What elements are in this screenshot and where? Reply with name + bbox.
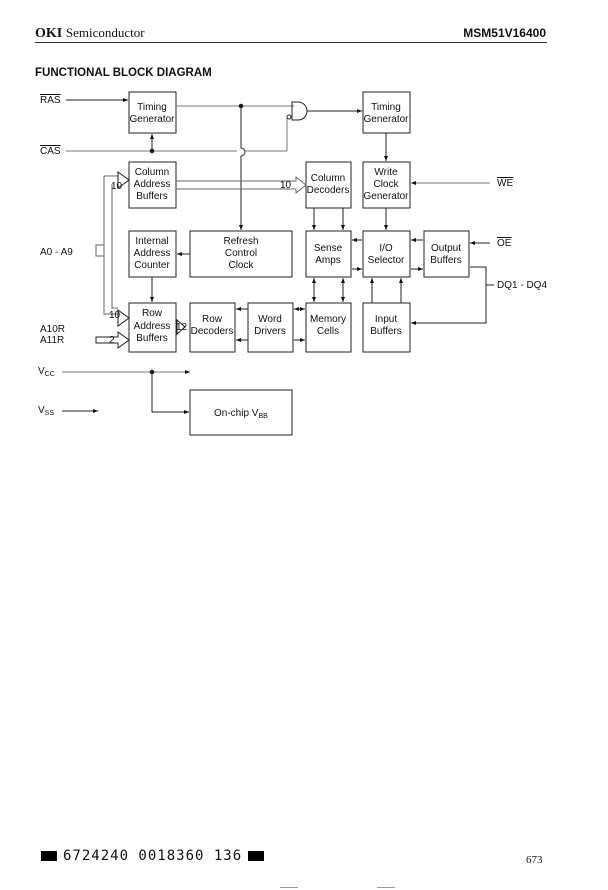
rcc-l3: Clock <box>228 260 254 271</box>
bus-width-col-out: 10 <box>280 180 292 191</box>
mc-l1: Memory <box>310 314 346 325</box>
signal-we: WE <box>497 178 513 189</box>
rd-l1: Row <box>202 314 223 325</box>
wire-dq <box>411 266 487 325</box>
signal-dq: DQ1 - DQ4 <box>497 280 547 291</box>
signal-cas: CAS <box>40 146 61 157</box>
ib-l2: Buffers <box>370 326 402 337</box>
tg1-l2: Generator <box>129 114 175 125</box>
ib-l1: Input <box>375 314 397 325</box>
barcode-block-left <box>41 851 57 861</box>
bus-width-row-in: 10 <box>109 310 121 321</box>
block-column-address-buffers <box>128 161 177 209</box>
wcg-l2: Clock <box>373 179 399 190</box>
bus-width-row-ext: 2 <box>109 335 115 346</box>
cab-l2: Address <box>134 179 171 190</box>
footer-mark <box>377 887 395 888</box>
signal-addr: A0 - A9 <box>40 247 73 258</box>
bus-column <box>176 175 307 195</box>
barcode-text: 6724240 0018360 136 <box>63 848 243 864</box>
cd-l2: Decoders <box>307 185 350 196</box>
rd-l2: Decoders <box>191 326 234 337</box>
block-sense-amps <box>305 230 352 278</box>
brand-logo: OKI <box>35 26 63 41</box>
brand-text: Semiconductor <box>65 25 145 40</box>
sa-l1: Sense <box>314 243 343 254</box>
sa-l2: Amps <box>315 255 341 266</box>
signal-vss: VSS <box>38 405 54 417</box>
block-onchip-vbb <box>189 389 293 436</box>
rab-l3: Buffers <box>136 333 168 344</box>
block-io-selector <box>362 230 411 278</box>
wcg-l3: Generator <box>363 191 409 202</box>
bus-width-row-out: 12 <box>176 322 188 333</box>
footer-barcode: 6724240 0018360 136 <box>35 848 270 864</box>
footer-mark <box>280 887 298 888</box>
signal-a10r: A10R <box>40 324 65 335</box>
cd-l1: Column <box>311 173 345 184</box>
block-word-drivers <box>247 302 294 353</box>
wire-to-refresh <box>239 106 246 230</box>
block-memory-cells <box>305 302 352 353</box>
block-input-buffers <box>362 302 411 353</box>
header-brand: OKI Semiconductor <box>35 25 145 42</box>
bus-width-col-in: 10 <box>111 181 123 192</box>
wd-l2: Drivers <box>254 326 286 337</box>
signal-a11r: A11R <box>40 335 64 346</box>
cab-l1: Column <box>135 167 169 178</box>
rcc-l1: Refresh <box>223 236 258 247</box>
rcc-l2: Control <box>225 248 257 259</box>
iac-l2: Address <box>134 248 171 259</box>
block-row-decoders <box>189 302 236 353</box>
onchip-vbb-label: On-chip VBB <box>214 408 268 420</box>
section-title: FUNCTIONAL BLOCK DIAGRAM <box>35 67 212 79</box>
block-output-buffers <box>423 230 470 278</box>
wd-l1: Word <box>258 314 282 325</box>
cab-l3: Buffers <box>136 191 168 202</box>
ob-l1: Output <box>431 243 461 254</box>
iac-l1: Internal <box>135 236 168 247</box>
bus-a10-a11 <box>95 331 130 349</box>
header-rule <box>35 42 547 43</box>
page-number: 673 <box>526 854 543 866</box>
ob-l2: Buffers <box>430 255 462 266</box>
io-l2: Selector <box>368 255 405 266</box>
bus-address <box>103 175 118 315</box>
tg1-l1: Timing <box>137 102 167 113</box>
wcg-l1: Write <box>374 167 398 178</box>
barcode-block-right <box>248 851 265 861</box>
part-number: MSM51V16400 <box>463 26 546 40</box>
signal-ras: RAS <box>40 95 61 106</box>
tg2-l1: Timing <box>371 102 401 113</box>
and-gate <box>291 101 308 121</box>
iac-l3: Counter <box>134 260 170 271</box>
signal-oe: OE <box>497 238 512 249</box>
block-labels: Timing Generator Timing Generator Column… <box>129 102 461 344</box>
tg2-l2: Generator <box>363 114 409 125</box>
mc-l2: Cells <box>317 326 339 337</box>
signal-vcc: VCC <box>38 366 55 378</box>
rab-l2: Address <box>134 321 171 332</box>
rab-l1: Row <box>142 308 163 319</box>
block-timing-generator-1 <box>128 91 177 134</box>
io-l1: I/O <box>379 243 393 254</box>
block-row-address-buffers <box>128 302 177 353</box>
